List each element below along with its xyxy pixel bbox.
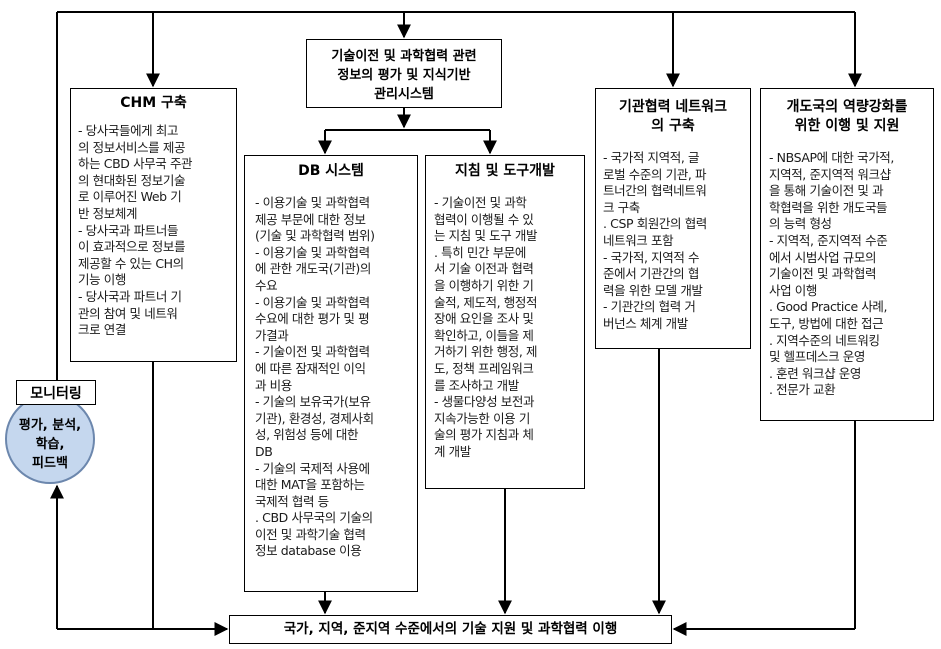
network-box-title: 기관협력 네트워크 의 구축 — [595, 88, 751, 145]
capacity-box-title: 개도국의 역량강화를 위한 이행 및 지원 — [760, 88, 934, 145]
guide-tool-box-title: 지침 및 도구개발 — [425, 155, 585, 187]
chm-box-title: CHM 구축 — [70, 88, 237, 118]
db-system-box-title: DB 시스템 — [244, 155, 418, 187]
capacity-box-body: - NBSAP에 대한 국가적, 지역적, 준지역적 워크샵 을 통해 기술이전… — [760, 144, 934, 421]
guide-tool-box-body: - 기술이전 및 과학 협력이 이행될 수 있 는 지침 및 도구 개발 . 특… — [425, 186, 585, 489]
network-box-body: - 국가적 지역적, 글 로벌 수준의 기관, 파 트너간의 협력네트워 크 구… — [595, 144, 751, 349]
knowledge-management-system-title: 기술이전 및 과학협력 관련 정보의 평가 및 지식기반 관리시스템 — [331, 49, 477, 102]
implementation-box: 국가, 지역, 준지역 수준에서의 기술 지원 및 과학협력 이행 — [229, 615, 672, 644]
chm-box-body: - 당사국들에게 최고 의 정보서비스를 제공 하는 CBD 사무국 주관 의 … — [70, 117, 237, 362]
monitoring-label: 모니터링 — [16, 380, 96, 405]
knowledge-management-system-box: 기술이전 및 과학협력 관련 정보의 평가 및 지식기반 관리시스템 — [306, 39, 502, 108]
monitoring-circle: 평가, 분석, 학습, 피드백 — [5, 394, 95, 484]
db-system-box-body: - 이용기술 및 과학협력 제공 부문에 대한 정보 (기술 및 과학협력 범위… — [244, 186, 418, 592]
